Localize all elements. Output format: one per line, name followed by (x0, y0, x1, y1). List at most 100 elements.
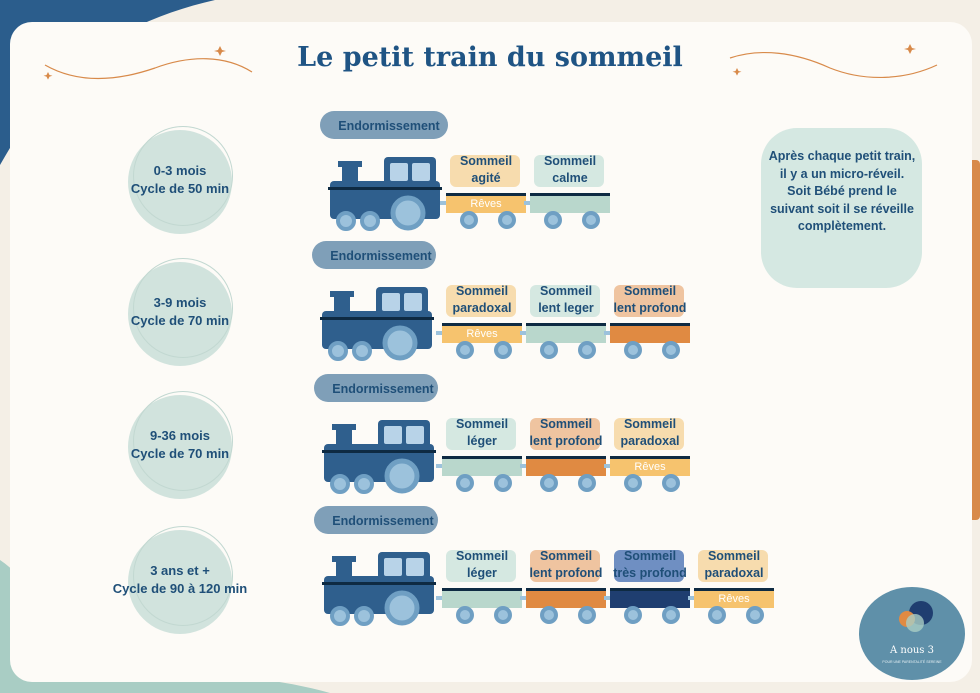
wagon-label-bg (530, 418, 600, 450)
wagon-wheel (578, 474, 596, 492)
wagon-coupler (520, 464, 528, 468)
wagon-label-bg (446, 550, 516, 582)
wagon-label: Sommeil paradoxal (690, 548, 778, 582)
wagon (610, 323, 690, 343)
reves-label: Rêves (466, 328, 498, 340)
locomotive-icon (322, 552, 436, 626)
age-circle-ring (133, 526, 233, 626)
wagon-label-bg (446, 418, 516, 450)
age-range: 3 ans et + (150, 563, 210, 578)
wagon (526, 456, 606, 476)
wagon-coupler (604, 596, 612, 600)
info-text: Après chaque petit train, il y a un micr… (768, 149, 916, 233)
logo (859, 587, 965, 680)
wagon-label-line1: Sommeil (539, 417, 593, 431)
wagon-label-line2: lent profond (529, 434, 603, 448)
age-range: 0-3 mois (153, 163, 207, 178)
locomotive-icon (322, 420, 436, 494)
reves-label: Rêves (470, 198, 502, 210)
cycle-duration: Cycle de 70 min (130, 313, 230, 328)
endormissement-label: Endormissement (330, 249, 432, 263)
wagon-roof (442, 588, 522, 591)
wagon-wheel (578, 341, 596, 359)
wagon-label-line1: Sommeil (455, 417, 509, 431)
wagon-wheel (624, 474, 642, 492)
wagon (530, 193, 610, 213)
endormissement-bubble (312, 241, 436, 269)
wagon-wheel (540, 606, 558, 624)
wagon-wheel (456, 474, 474, 492)
age-circle-ring (133, 126, 233, 226)
wagon-label-line1: Sommeil (539, 284, 593, 298)
endormissement-bubble (320, 111, 448, 139)
endormissement-label: Endormissement (332, 382, 434, 396)
reves-label: Rêves (634, 461, 666, 473)
wagon-label-line1: Sommeil (459, 154, 513, 168)
wagon-label-bg (534, 155, 604, 187)
age-label: 3 ans et + Cycle de 90 à 120 min (80, 562, 280, 598)
endormissement-bubble (314, 374, 438, 402)
wagon-wheel (708, 606, 726, 624)
wagon-label-line1: Sommeil (623, 417, 677, 431)
age-range: 9-36 mois (150, 428, 210, 443)
wagon-label-line2: paradoxal (704, 566, 764, 580)
wagon-coupler (520, 331, 528, 335)
wagon-label-bg (450, 155, 520, 187)
left-swirl (43, 46, 253, 80)
wagon-label-line1: Sommeil (707, 549, 761, 563)
wagon-label-line1: Sommeil (455, 284, 509, 298)
wagon (610, 588, 690, 608)
wagon-wheel (624, 341, 642, 359)
wagon: Rêves (446, 193, 526, 213)
wagon (526, 588, 606, 608)
wagon-wheel (544, 211, 562, 229)
logo-name: A nous 3 (890, 645, 934, 656)
cycle-duration: Cycle de 90 à 120 min (112, 581, 248, 596)
wagon-coupler (604, 464, 612, 468)
wagon-label-line2: léger (467, 566, 497, 580)
wagon-label-bg (530, 550, 600, 582)
wagon-roof (442, 323, 522, 326)
wagon-wheel (460, 211, 478, 229)
wagon-label: Sommeil lent profond (522, 416, 610, 450)
wagon-label-bg (614, 418, 684, 450)
wagon-label-line1: Sommeil (623, 549, 677, 563)
age-circle-ring (133, 258, 233, 358)
right-swirl (729, 44, 938, 79)
logo-tagline: POUR UNE PARENTALITÉ SEREINE (882, 660, 942, 664)
wagon-wheel (494, 341, 512, 359)
wagon (526, 323, 606, 343)
wagon (442, 456, 522, 476)
wagon-label-line2: lent profond (529, 566, 603, 580)
wagon-roof (446, 193, 526, 196)
wagon-roof (610, 456, 690, 459)
wagon-roof (610, 323, 690, 326)
age-circle-ring (133, 391, 233, 491)
wagon-roof (442, 456, 522, 459)
wagon-wheel (456, 606, 474, 624)
wagon: Rêves (694, 588, 774, 608)
wagon-coupler (520, 596, 528, 600)
locomotive-icon (328, 157, 442, 231)
wagon-wheel (662, 606, 680, 624)
wagon-coupler (524, 201, 532, 205)
endormissement-bubble (314, 506, 438, 534)
wagon-coupler (604, 331, 612, 335)
endormissement-label: Endormissement (338, 119, 440, 133)
wagon: Rêves (610, 456, 690, 476)
wagon-label-line1: Sommeil (623, 284, 677, 298)
wagon-roof (526, 323, 606, 326)
wagon-roof (526, 588, 606, 591)
wagon-label-line1: Sommeil (455, 549, 509, 563)
wagon-coupler (440, 201, 448, 205)
wagon-label-bg (614, 550, 684, 582)
wagon-label: Sommeil léger (438, 548, 526, 582)
